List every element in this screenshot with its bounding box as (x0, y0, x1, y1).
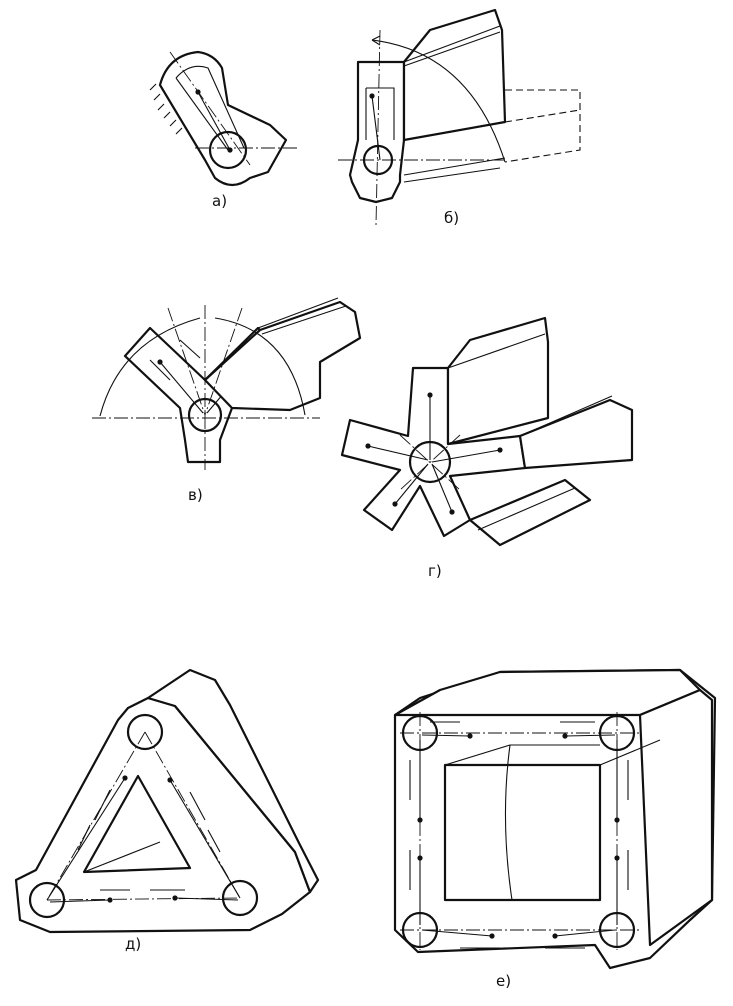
diagram-e-square (393, 668, 717, 970)
label-e: е) (496, 972, 512, 990)
diagram-a-arm (149, 50, 298, 187)
diagram-b-pendulum (338, 8, 581, 226)
label-v: в) (188, 486, 203, 504)
label-b: б) (444, 209, 460, 227)
label-d: д) (125, 935, 142, 953)
diagram-g-star (340, 316, 634, 547)
label-g: г) (428, 562, 442, 580)
diagram-v-double-pendulum (92, 297, 362, 470)
label-a: а) (212, 192, 228, 210)
diagram-d-triangle (14, 668, 320, 934)
